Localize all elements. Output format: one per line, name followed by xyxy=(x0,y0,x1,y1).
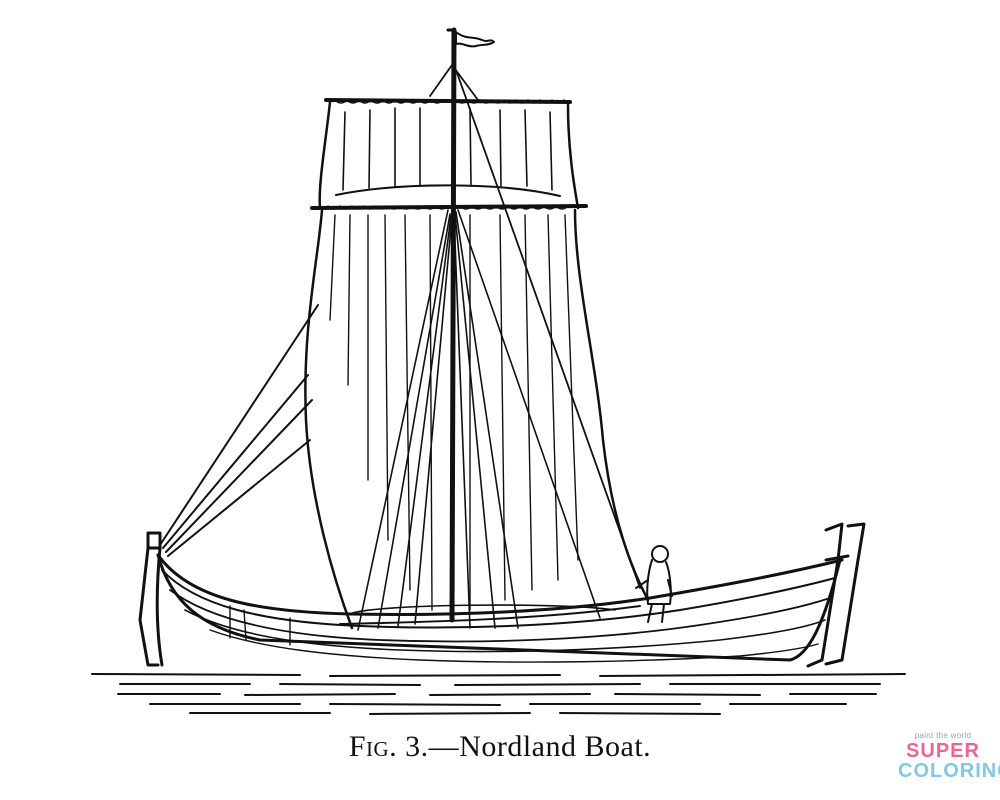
stern-post xyxy=(138,531,164,667)
square-sail xyxy=(304,99,650,630)
boat-hull xyxy=(156,553,844,663)
caption-title: Nordland Boat. xyxy=(459,730,652,763)
watermark-tagline: paint the world xyxy=(914,731,972,740)
pennant-flag xyxy=(455,31,495,48)
stem-post xyxy=(806,522,866,668)
watermark-line1: SUPER xyxy=(906,740,980,762)
watermark-line2: COLORING xyxy=(898,760,1000,782)
watermark-logo: paint the world SUPER COLORING xyxy=(898,731,1000,782)
water-lines xyxy=(91,673,906,715)
caption-label: Fig. 3.— xyxy=(348,730,460,763)
figure-caption: Fig. 3.—Nordland Boat. xyxy=(0,730,1000,764)
mast xyxy=(429,27,479,623)
yards xyxy=(310,98,588,210)
sailor-figure xyxy=(635,545,673,623)
shrouds xyxy=(357,69,641,631)
stern-rigging xyxy=(159,304,319,557)
